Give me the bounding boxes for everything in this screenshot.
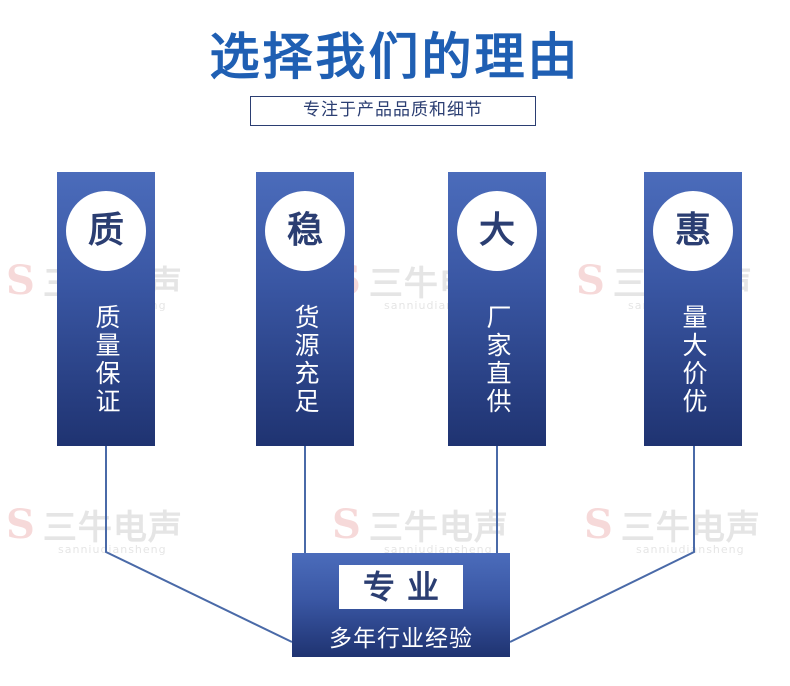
- card-text: 厂家直供: [483, 304, 512, 416]
- reason-card-stable: 稳 货源充足: [256, 172, 354, 446]
- reason-card-quality: 质 质量保证: [57, 172, 155, 446]
- card-text: 货源充足: [291, 304, 320, 416]
- card-vertical-text: 货源充足: [256, 304, 354, 416]
- card-vertical-text: 量大价优: [644, 304, 742, 416]
- card-text: 量大价优: [679, 304, 708, 416]
- card-circle-label: 质: [66, 191, 146, 271]
- card-vertical-text: 厂家直供: [448, 304, 546, 416]
- professional-box: 专业 多年行业经验: [292, 553, 510, 657]
- card-circle-label: 大: [457, 191, 537, 271]
- reason-card-direct: 大 厂家直供: [448, 172, 546, 446]
- card-circle-label: 惠: [653, 191, 733, 271]
- reason-card-price: 惠 量大价优: [644, 172, 742, 446]
- connector-line: [105, 446, 293, 643]
- card-text: 质量保证: [92, 304, 121, 416]
- connector-line: [509, 446, 695, 643]
- page-subtitle: 专注于产品品质和细节: [250, 96, 536, 126]
- page-title: 选择我们的理由: [209, 28, 581, 86]
- card-circle-label: 稳: [265, 191, 345, 271]
- card-vertical-text: 质量保证: [57, 304, 155, 416]
- professional-title: 专业: [339, 565, 463, 609]
- professional-subtitle: 多年行业经验: [329, 626, 473, 652]
